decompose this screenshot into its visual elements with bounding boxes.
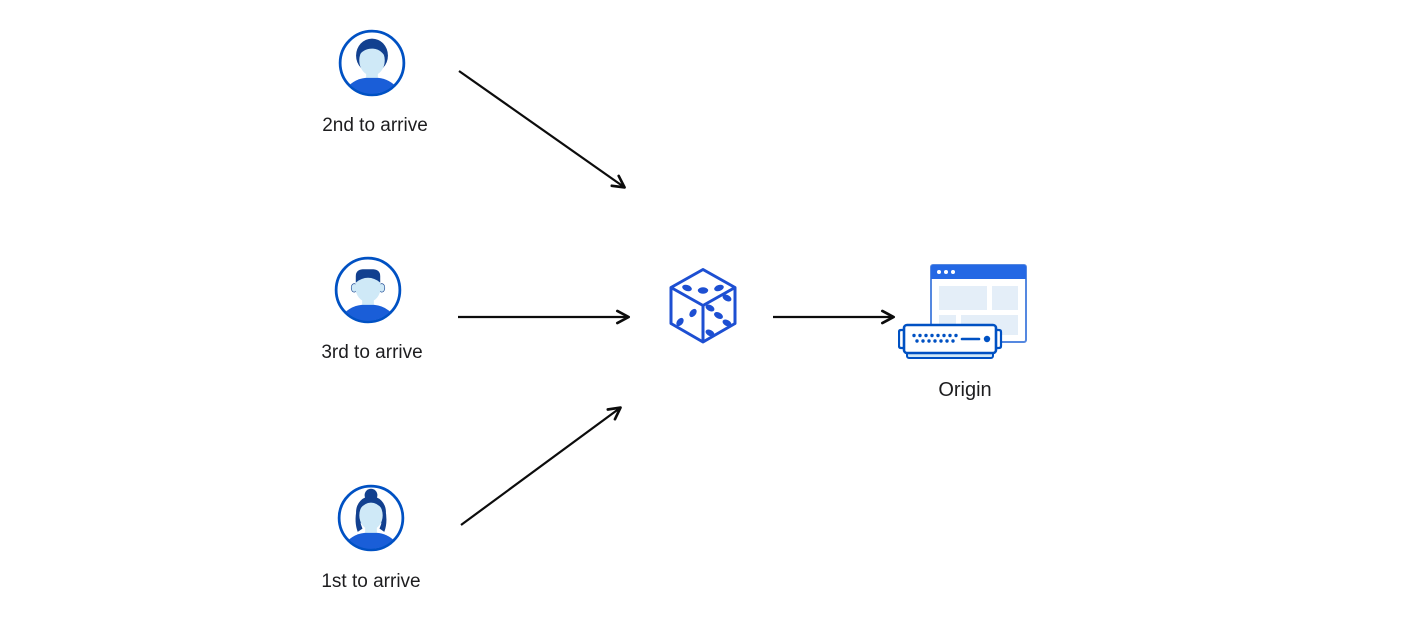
- origin-label: Origin: [938, 379, 992, 401]
- origin-node: [897, 262, 1030, 369]
- client-3rd-label: 3rd to arrive: [321, 342, 423, 363]
- client-2nd: [338, 29, 406, 102]
- client-1st-label: 1st to arrive: [321, 571, 421, 592]
- origin-browser-server-icon: [897, 264, 1027, 359]
- client-1st: [337, 484, 405, 557]
- client-3rd: [334, 256, 402, 329]
- arrow-client-1st-to-dice: [460, 406, 622, 526]
- avatar-man-flat-top-icon: [334, 256, 402, 324]
- avatar-woman-bun-icon: [337, 484, 405, 552]
- titlebar-dots: [937, 270, 955, 274]
- server-box: [897, 323, 1003, 359]
- dice-icon: [669, 268, 737, 344]
- arrow-client-2nd-to-dice: [458, 70, 626, 189]
- randomizer: [667, 266, 739, 351]
- server-vent-dots: [912, 333, 958, 343]
- client-2nd-label: 2nd to arrive: [322, 115, 428, 136]
- avatar-man-side-part-icon: [338, 29, 406, 97]
